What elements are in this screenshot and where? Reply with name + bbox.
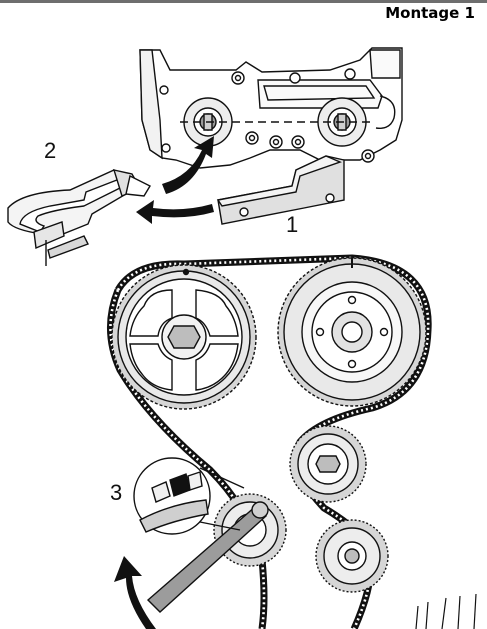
locking-wrench	[146, 501, 269, 613]
partial-detail-bottom-right	[415, 593, 477, 629]
lower-pulley	[315, 519, 389, 593]
camshaft-pulley-right	[277, 257, 427, 407]
detail-magnifier	[133, 457, 245, 535]
idler-pulley	[289, 425, 367, 503]
tool-1-alignment-bar	[216, 155, 345, 225]
insert-arrow-lower	[136, 200, 214, 224]
rotation-arrow	[114, 556, 156, 629]
camshaft-pulley-left	[111, 264, 257, 410]
cylinder-head	[139, 47, 403, 169]
tool-2-clamp	[7, 169, 151, 266]
callout-3: 3	[110, 480, 122, 505]
insert-arrow-upper	[162, 136, 214, 194]
callout-1: 1	[286, 212, 298, 237]
page-title: Montage 1	[385, 4, 475, 22]
callout-2: 2	[44, 138, 56, 163]
top-rule	[0, 0, 487, 3]
